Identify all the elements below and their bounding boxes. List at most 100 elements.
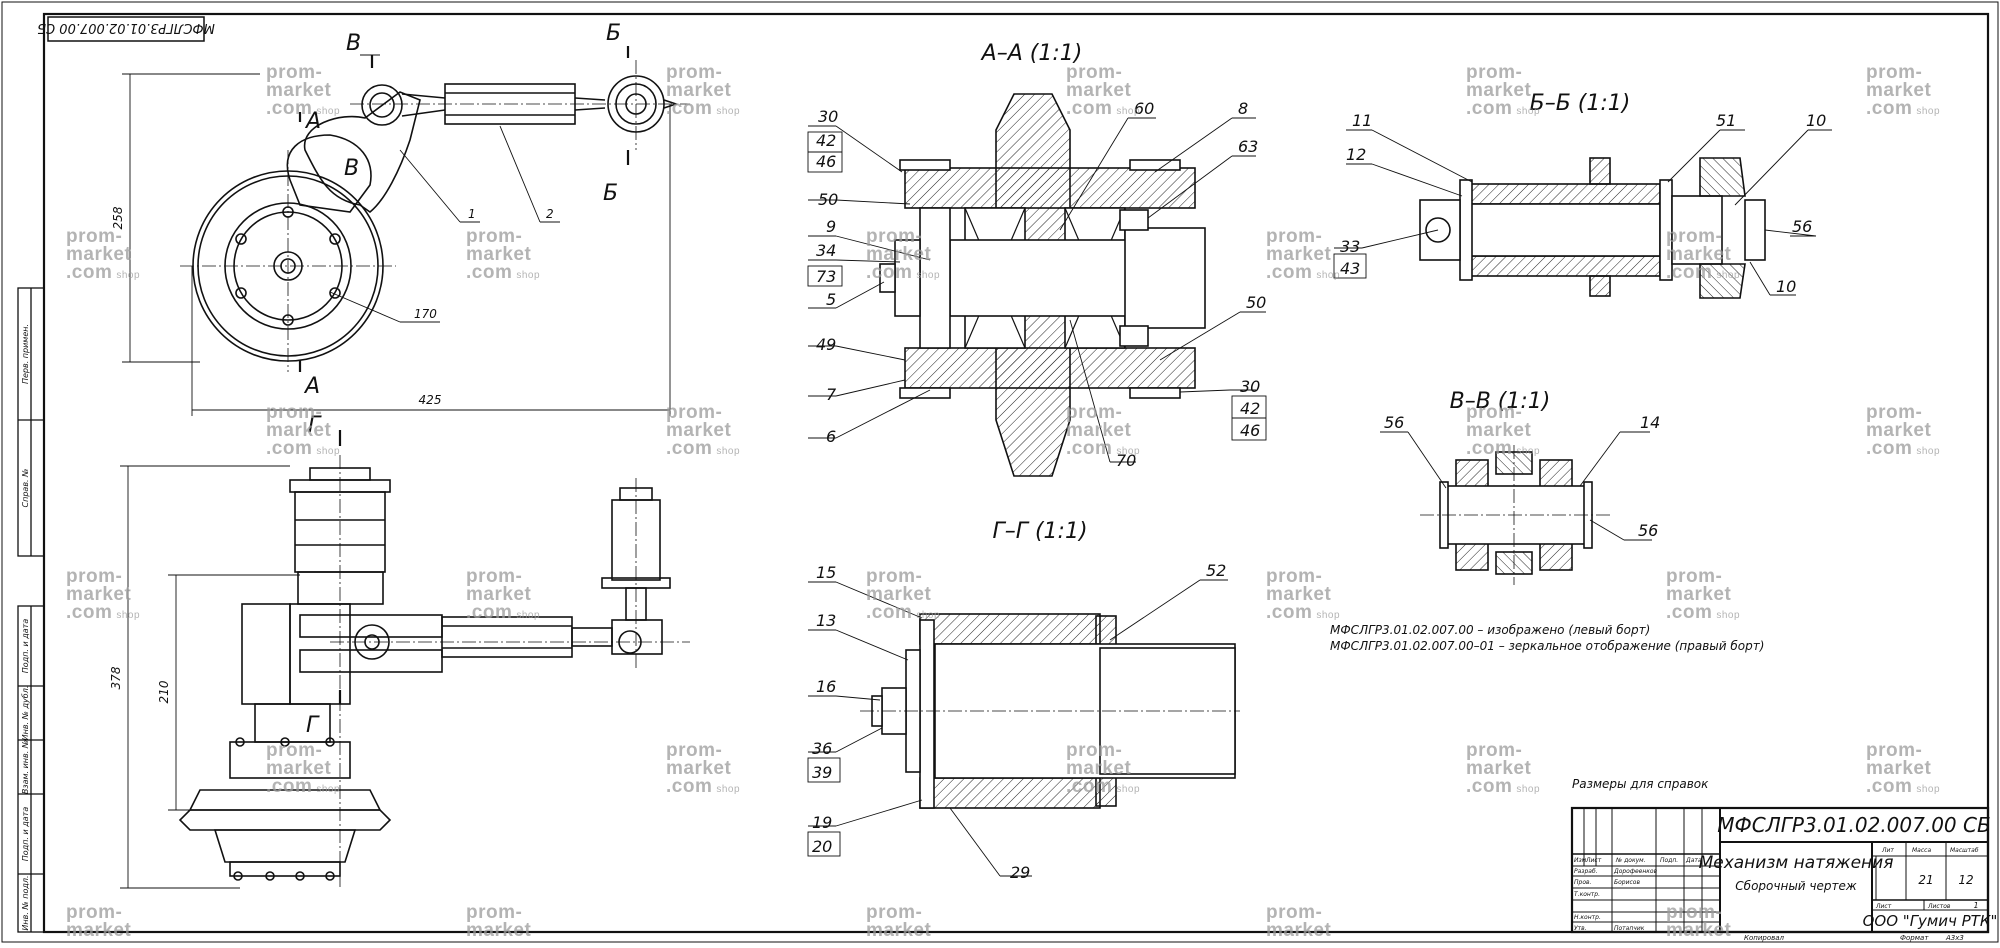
callout-aa-42b: 42 bbox=[1240, 399, 1260, 418]
strip-label-vzam: Взам. инв. № bbox=[21, 740, 30, 794]
callout-1: 1 bbox=[468, 207, 476, 221]
tb-role-nkontr: Н.контр. bbox=[1574, 914, 1601, 921]
callout-gg-29: 29 bbox=[1010, 863, 1030, 882]
tb-h-ndoc: № докум. bbox=[1615, 857, 1646, 864]
dim-258: 258 bbox=[111, 206, 125, 229]
callout-bb-43: 43 bbox=[1340, 259, 1360, 278]
callout-2: 2 bbox=[546, 207, 554, 221]
tb-sheet-label: Лист bbox=[1875, 903, 1892, 910]
main-view-dimensions bbox=[122, 46, 671, 416]
note-line-1: МФСЛГР3.01.02.007.00 – изображено (левый… bbox=[1330, 623, 1650, 637]
side-view-centerlines bbox=[330, 455, 690, 890]
callout-aa-46: 46 bbox=[816, 152, 836, 171]
callout-aa-5: 5 bbox=[826, 290, 836, 309]
callout-bb-11: 11 bbox=[1352, 111, 1372, 130]
callout-vv-56b: 56 bbox=[1638, 521, 1658, 540]
tb-h-scale: Масштаб bbox=[1950, 847, 1979, 854]
callout-aa-73: 73 bbox=[816, 267, 836, 286]
callout-aa-60: 60 bbox=[1134, 99, 1154, 118]
section-vv-title: В–В (1:1) bbox=[1450, 389, 1551, 414]
section-vv bbox=[1439, 451, 1593, 575]
callout-aa-70: 70 bbox=[1116, 451, 1136, 470]
section-gg-title: Г–Г (1:1) bbox=[992, 519, 1087, 544]
callout-aa-6: 6 bbox=[826, 427, 836, 446]
cut-mark-b-top: Б bbox=[606, 21, 621, 46]
callout-aa-50b: 50 bbox=[1246, 293, 1266, 312]
tb-doc-type: Сборочный чертеж bbox=[1735, 879, 1857, 893]
callout-bb-10b: 10 bbox=[1776, 277, 1796, 296]
callout-gg-36: 36 bbox=[812, 739, 832, 758]
tb-role-prov: Пров. bbox=[1574, 879, 1592, 886]
tb-name: Механизм натяжения bbox=[1699, 853, 1894, 873]
tb-h-lit: Лит bbox=[1881, 847, 1894, 854]
callout-aa-49: 49 bbox=[816, 335, 836, 354]
callout-aa-42: 42 bbox=[816, 131, 836, 150]
callout-aa-63: 63 bbox=[1238, 137, 1258, 156]
section-aa-leaders bbox=[807, 117, 1267, 463]
section-vv-leaders bbox=[1380, 431, 1652, 541]
callout-gg-19: 19 bbox=[812, 813, 832, 832]
cut-mark-b-bottom: Б bbox=[603, 181, 618, 206]
section-aa-title: А–А (1:1) bbox=[980, 41, 1083, 66]
strip-label-inv-dubl: Инв. № дубл. bbox=[21, 686, 30, 741]
tb-role-utv: Утв. bbox=[1574, 925, 1587, 932]
section-vv-centerline bbox=[1420, 445, 1610, 585]
left-side-strip bbox=[17, 287, 45, 933]
callout-vv-56: 56 bbox=[1384, 413, 1404, 432]
callout-gg-20: 20 bbox=[812, 837, 832, 856]
callout-gg-52: 52 bbox=[1206, 561, 1226, 580]
section-bb-leaders bbox=[1333, 129, 1832, 296]
tb-company: ООО "Гумич РТК" bbox=[1863, 912, 1998, 930]
side-view bbox=[178, 467, 671, 881]
section-bb bbox=[1419, 157, 1766, 299]
tb-copied: Копировал bbox=[1744, 934, 1785, 942]
callout-aa-46b: 46 bbox=[1240, 421, 1260, 440]
tb-h-data: Дата bbox=[1685, 857, 1702, 864]
tb-name-prov: Борисов bbox=[1614, 879, 1640, 886]
callout-gg-15: 15 bbox=[816, 563, 836, 582]
title-block bbox=[1570, 806, 1990, 934]
callout-gg-39: 39 bbox=[812, 763, 832, 782]
tb-designation: МФСЛГР3.01.02.007.00 СБ bbox=[1717, 813, 1990, 837]
tb-mass-value: 21 bbox=[1918, 873, 1933, 887]
callout-170: 170 bbox=[414, 307, 437, 321]
cut-mark-a-top: А bbox=[304, 109, 321, 134]
callout-aa-30b: 30 bbox=[1240, 377, 1260, 396]
dim-378: 378 bbox=[109, 666, 123, 689]
strip-label-perv: Перв. примен. bbox=[21, 324, 30, 384]
title-block-text: МФСЛГР3.01.02.007.00 СБ Механизм натяжен… bbox=[1574, 813, 1997, 942]
side-view-dimensions bbox=[120, 430, 342, 889]
tb-sheets-value: 1 bbox=[1973, 901, 1978, 910]
dim-425: 425 bbox=[419, 393, 442, 407]
tb-role-razrab: Разраб. bbox=[1574, 868, 1598, 875]
strip-label-podp-1: Подп. и дата bbox=[21, 619, 30, 674]
tb-h-izm: Изм bbox=[1574, 857, 1587, 864]
callout-bb-56: 56 bbox=[1792, 217, 1812, 236]
cut-mark-v-mid: В bbox=[344, 156, 359, 181]
callout-gg-13: 13 bbox=[816, 611, 836, 630]
callout-aa-50: 50 bbox=[818, 190, 838, 209]
tb-format-label: Формат bbox=[1900, 934, 1929, 942]
callout-bb-51: 51 bbox=[1716, 111, 1736, 130]
tb-name-utv: Потапчик bbox=[1614, 925, 1645, 932]
tb-role-tkontr: Т.контр. bbox=[1574, 891, 1600, 898]
tb-format-value: А3x3 bbox=[1945, 934, 1964, 942]
cut-mark-g-top: Г bbox=[308, 413, 322, 438]
cut-mark-v-top: В bbox=[346, 31, 361, 56]
callout-bb-10: 10 bbox=[1806, 111, 1826, 130]
section-bb-title: Б–Б (1:1) bbox=[1530, 91, 1631, 116]
callout-bb-33: 33 bbox=[1340, 237, 1360, 256]
callout-vv-14: 14 bbox=[1640, 413, 1660, 432]
tb-sheets-label: Листов bbox=[1927, 903, 1951, 910]
dim-210: 210 bbox=[157, 680, 171, 703]
note-reference: Размеры для справок bbox=[1572, 777, 1709, 791]
callout-aa-7: 7 bbox=[826, 385, 837, 404]
rotated-doc-code: МФСЛГР3.01.02.007.00 СБ bbox=[37, 16, 215, 42]
callout-aa-8: 8 bbox=[1238, 99, 1248, 118]
callout-aa-9: 9 bbox=[826, 217, 836, 236]
strip-label-sprav: Справ. № bbox=[21, 469, 30, 508]
tb-h-list: Лист bbox=[1585, 857, 1602, 864]
